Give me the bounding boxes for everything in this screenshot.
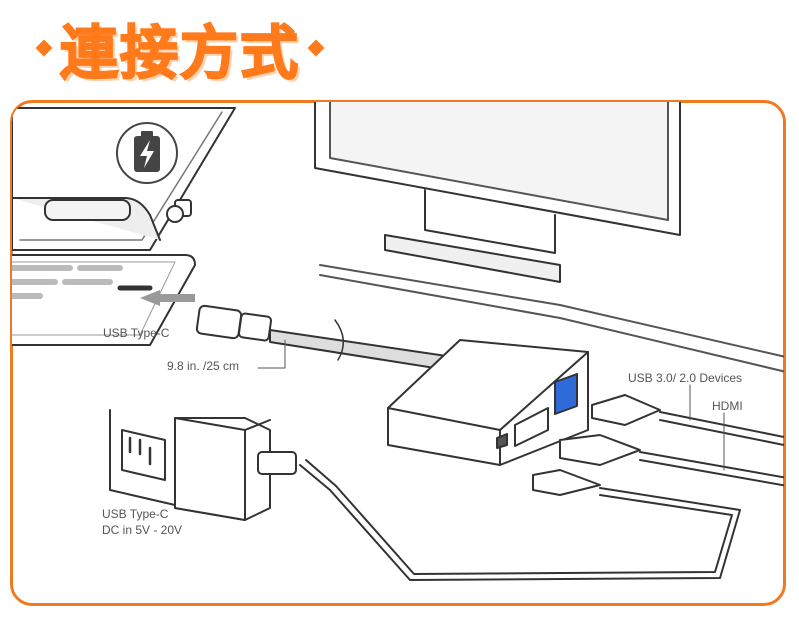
- label-dc-in-2: DC in 5V - 20V: [102, 523, 182, 537]
- laptop: [12, 107, 236, 346]
- power-adapter: [174, 417, 297, 521]
- leader-lines: [257, 339, 725, 471]
- monitor: [314, 102, 784, 376]
- label-dc-in-1: USB Type-C: [102, 507, 169, 521]
- label-cable-length: 9.8 in. /25 cm: [167, 359, 239, 373]
- title-bar: 連接方式: [28, 8, 332, 88]
- wall-outlet: [109, 409, 176, 506]
- page-title: 連接方式: [59, 18, 301, 88]
- adapter-hub: [387, 339, 589, 466]
- battery-charging-icon: [116, 122, 178, 184]
- insert-arrow: [140, 290, 195, 306]
- label-hdmi: HDMI: [712, 399, 743, 413]
- power-input-cable: [299, 459, 741, 581]
- label-usb-type-c: USB Type-C: [103, 326, 170, 340]
- usb-a-cable: [591, 394, 784, 449]
- label-usb-devices: USB 3.0/ 2.0 Devices: [628, 371, 742, 385]
- diagram-frame: [10, 100, 786, 606]
- hdmi-cable: [559, 434, 784, 489]
